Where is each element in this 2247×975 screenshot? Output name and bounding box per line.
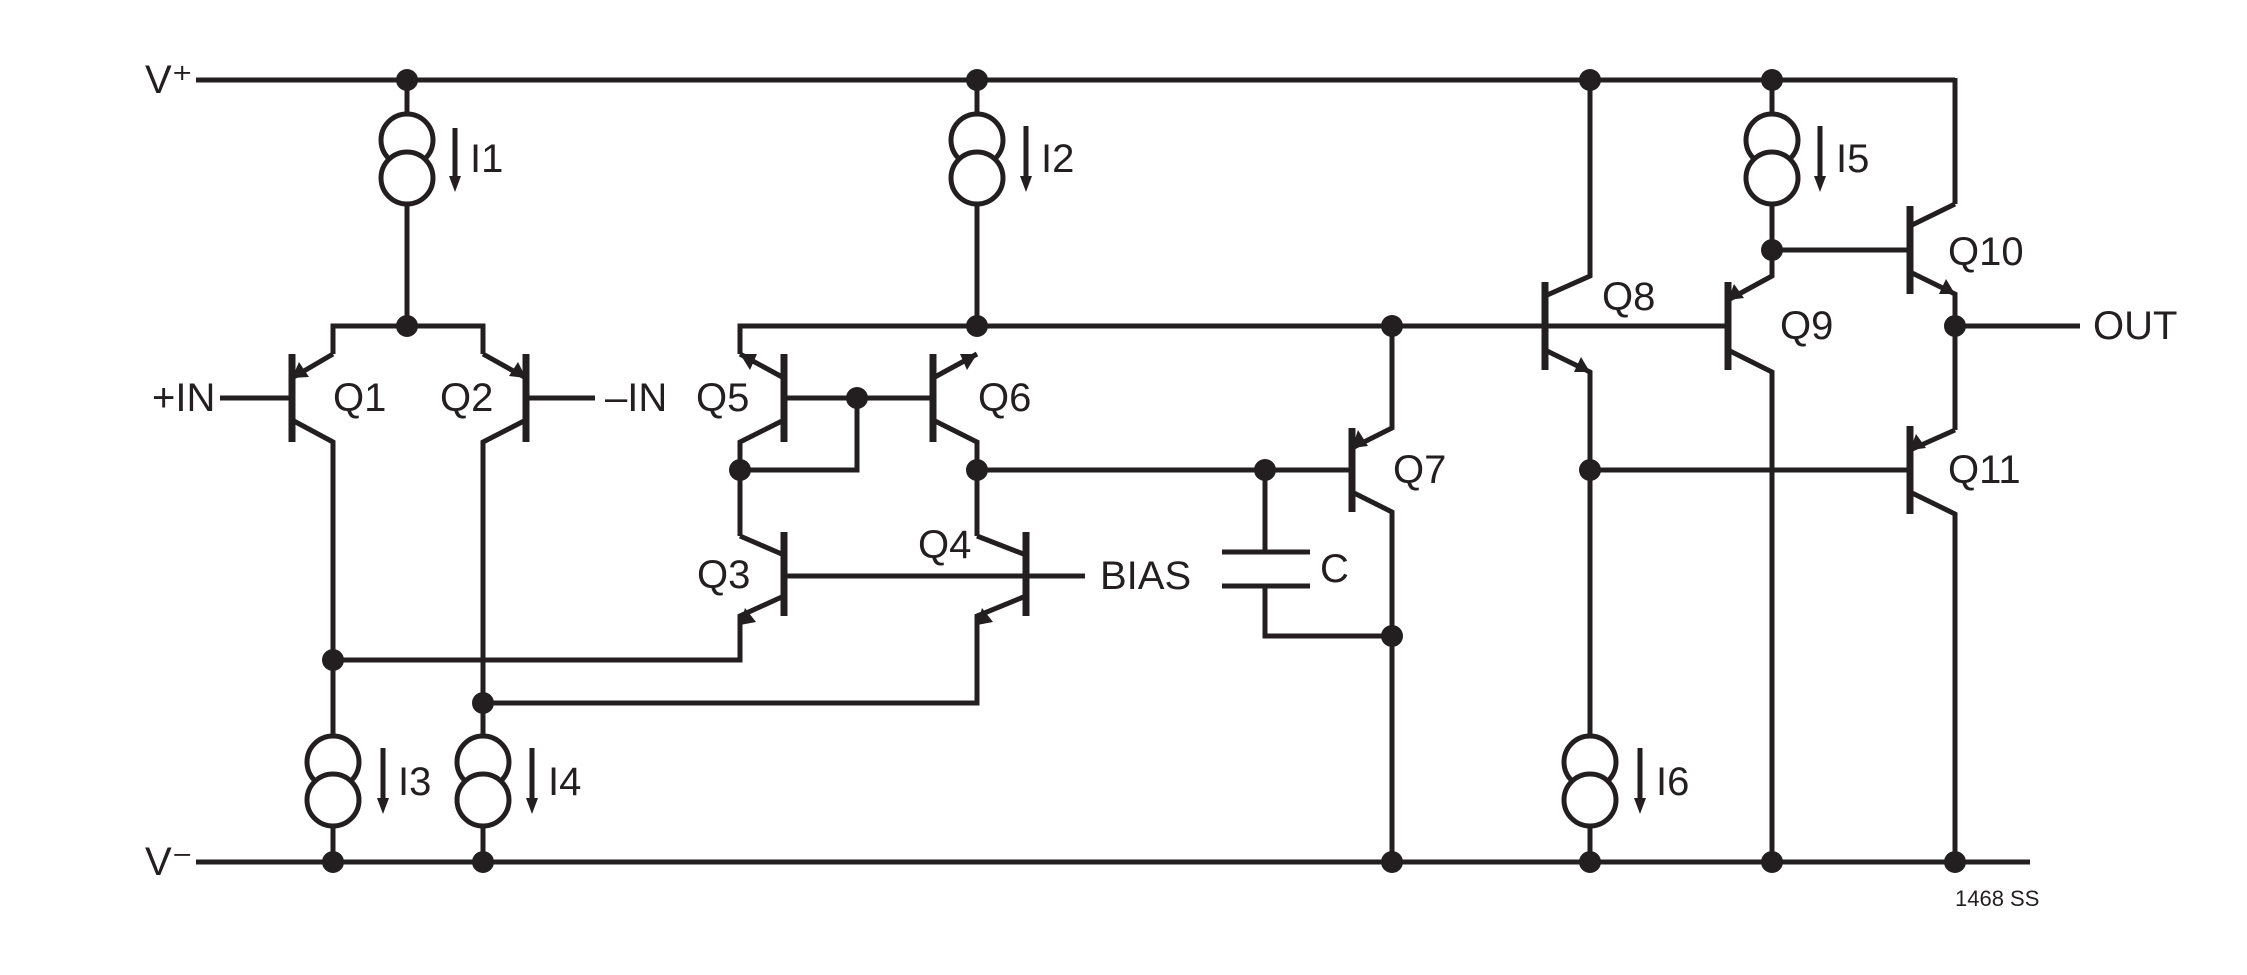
plus-in-label: +IN (152, 376, 215, 420)
label-Q6: Q6 (978, 376, 1031, 420)
label-I2: I2 (1041, 137, 1074, 181)
cascode-mirror: I2 Q5 Q6 Q3 Q4 B (333, 69, 1545, 706)
output-stage: Q8 I6 Q9 I5 Q10 (1541, 69, 2177, 873)
figure-code: 1468 SS (1955, 886, 2039, 911)
label-Q8: Q8 (1602, 275, 1655, 319)
label-I6: I6 (1656, 760, 1689, 804)
v-plus-label: V⁺ (145, 58, 193, 102)
input-stage: I1 +IN Q1 –IN Q2 (152, 69, 667, 862)
label-Q3: Q3 (697, 553, 750, 597)
supply-rails: V⁺ V⁻ (145, 58, 2030, 884)
v-minus-label: V⁻ (145, 840, 193, 884)
label-I1: I1 (470, 137, 503, 181)
label-I4: I4 (548, 760, 581, 804)
label-I3: I3 (398, 760, 431, 804)
cap-label: C (1320, 547, 1349, 591)
label-Q10: Q10 (1948, 230, 2024, 274)
label-Q9: Q9 (1780, 304, 1833, 348)
out-label: OUT (2093, 304, 2177, 348)
label-Q2: Q2 (440, 376, 493, 420)
label-Q4: Q4 (918, 523, 971, 567)
gain-stage: Q7 C (977, 315, 1446, 873)
label-I5: I5 (1836, 137, 1869, 181)
bias-label: BIAS (1100, 554, 1191, 598)
minus-in-label: –IN (605, 376, 667, 420)
tail-sources: I3 I4 (304, 649, 581, 873)
label-Q7: Q7 (1393, 448, 1446, 492)
label-Q5: Q5 (696, 376, 749, 420)
label-Q1: Q1 (333, 376, 386, 420)
label-Q11: Q11 (1948, 448, 2021, 492)
